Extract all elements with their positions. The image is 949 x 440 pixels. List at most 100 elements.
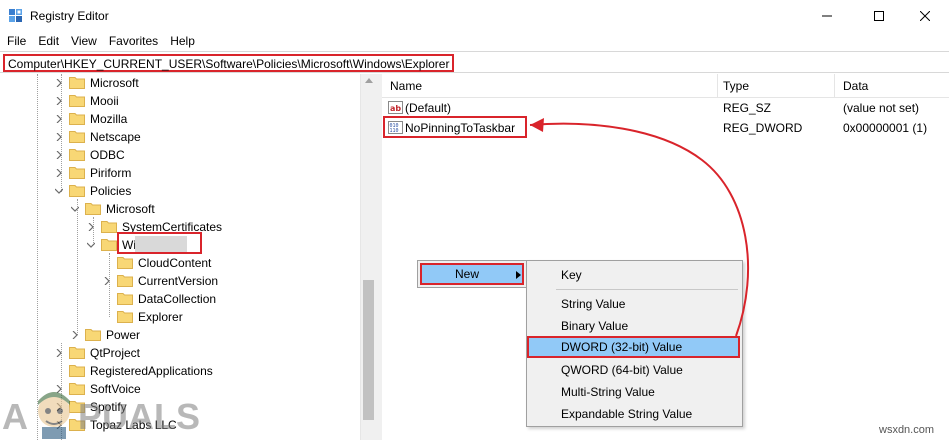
context-menu-new-label: New xyxy=(455,267,480,281)
tree-item[interactable]: SystemCertificates xyxy=(0,218,360,236)
folder-icon xyxy=(69,347,85,359)
tree-item-label: Microsoft xyxy=(90,76,139,90)
svg-text:110: 110 xyxy=(390,128,399,134)
address-bar[interactable]: Computer\HKEY_CURRENT_USER\Software\Poli… xyxy=(0,51,949,73)
tree-guide-line xyxy=(37,74,38,440)
tree-scrollbar[interactable] xyxy=(360,74,376,440)
folder-icon xyxy=(117,257,133,269)
submenu-separator xyxy=(556,289,738,290)
close-icon xyxy=(920,10,930,21)
appuals-watermark-logo: A PUALS xyxy=(2,392,200,439)
tree-item[interactable]: Netscape xyxy=(0,128,360,146)
folder-icon xyxy=(69,419,85,431)
submenu-arrow-icon xyxy=(516,271,521,279)
column-data[interactable]: Data xyxy=(843,79,869,93)
tree-item-label: Topaz Labs LLC xyxy=(90,418,177,432)
column-name[interactable]: Name xyxy=(390,79,423,93)
tree-item[interactable]: Policies xyxy=(0,182,360,200)
tree-item[interactable]: CloudContent xyxy=(0,254,360,272)
value-name: NoPinningToTaskbar xyxy=(405,121,516,135)
watermark-mascot-icon xyxy=(38,392,70,439)
context-menu-new[interactable]: New xyxy=(420,263,524,285)
submenu-multi-string-value[interactable]: Multi-String Value xyxy=(527,381,742,403)
chevron-right-icon[interactable] xyxy=(55,97,63,105)
tree-guide-line xyxy=(61,74,62,192)
menu-favorites[interactable]: Favorites xyxy=(108,34,159,48)
tree-item[interactable]: Microsoft xyxy=(0,74,360,92)
folder-icon xyxy=(69,365,85,377)
folder-icon xyxy=(101,221,117,233)
address-path[interactable]: Computer\HKEY_CURRENT_USER\Software\Poli… xyxy=(3,54,455,72)
minimize-button[interactable] xyxy=(804,0,850,31)
tree-item[interactable]: SoftVoice xyxy=(0,380,360,398)
chevron-right-icon[interactable] xyxy=(55,349,63,357)
folder-icon xyxy=(117,293,133,305)
tree-item[interactable]: Mooii xyxy=(0,92,360,110)
chevron-right-icon[interactable] xyxy=(103,277,111,285)
folder-icon xyxy=(69,185,85,197)
folder-icon xyxy=(85,203,101,215)
tree-item[interactable]: DataCollection xyxy=(0,290,360,308)
maximize-button[interactable] xyxy=(856,0,902,31)
submenu-item-label: Expandable String Value xyxy=(561,407,693,421)
submenu-dword-value[interactable]: DWORD (32-bit) Value xyxy=(527,336,740,358)
menu-view[interactable]: View xyxy=(71,34,97,48)
tree-item[interactable]: Topaz Labs LLC xyxy=(0,416,360,434)
submenu-expandable-string-value[interactable]: Expandable String Value xyxy=(527,403,742,425)
chevron-down-icon[interactable] xyxy=(71,205,79,213)
submenu-binary-value[interactable]: Binary Value xyxy=(527,315,742,337)
submenu-string-value[interactable]: String Value xyxy=(527,293,742,315)
menu-file[interactable]: File xyxy=(7,34,27,48)
chevron-down-icon[interactable] xyxy=(87,241,95,249)
column-type[interactable]: Type xyxy=(723,79,750,93)
chevron-right-icon[interactable] xyxy=(55,169,63,177)
tree-scrollbar-thumb[interactable] xyxy=(363,280,374,420)
string-value-icon: ab xyxy=(388,101,403,114)
menu-help[interactable]: Help xyxy=(170,34,195,48)
tree-item-label: Policies xyxy=(90,184,132,198)
value-name: (Default) xyxy=(405,101,452,115)
folder-icon xyxy=(69,149,85,161)
chevron-right-icon[interactable] xyxy=(87,223,95,231)
scroll-up-icon[interactable] xyxy=(365,78,373,83)
column-separator[interactable] xyxy=(717,74,718,98)
chevron-right-icon[interactable] xyxy=(55,115,63,123)
tree-item[interactable]: Spotify xyxy=(0,398,360,416)
chevron-right-icon[interactable] xyxy=(55,79,63,87)
tree-item[interactable]: Piriform xyxy=(0,164,360,182)
tree-item[interactable]: Explorer xyxy=(0,308,360,326)
folder-icon xyxy=(117,275,133,287)
folder-icon xyxy=(69,383,85,395)
submenu-item-label: Key xyxy=(561,268,582,282)
chevron-down-icon[interactable] xyxy=(55,187,63,195)
tree-item[interactable]: Microsoft xyxy=(0,200,360,218)
folder-icon xyxy=(69,95,85,107)
tree-item[interactable]: QtProject xyxy=(0,344,360,362)
submenu-qword-value[interactable]: QWORD (64-bit) Value xyxy=(527,359,742,381)
tree-item-label: QtProject xyxy=(90,346,141,360)
list-row[interactable]: ab (Default) REG_SZ (value not set) xyxy=(382,98,949,118)
new-submenu: Key String Value Binary Value DWORD (32-… xyxy=(526,260,743,427)
svg-text:ab: ab xyxy=(390,104,401,113)
tree-item[interactable]: CurrentVersion xyxy=(0,272,360,290)
selected-key-highlight xyxy=(117,232,202,254)
chevron-right-icon[interactable] xyxy=(55,151,63,159)
value-type: REG_SZ xyxy=(723,101,772,115)
window-title: Registry Editor xyxy=(30,9,109,23)
chevron-right-icon[interactable] xyxy=(71,331,79,339)
pane-splitter[interactable] xyxy=(376,74,382,440)
menu-edit[interactable]: Edit xyxy=(38,34,60,48)
column-separator[interactable] xyxy=(834,74,835,98)
submenu-key[interactable]: Key xyxy=(527,264,742,286)
tree-item[interactable]: ODBC xyxy=(0,146,360,164)
tree-item-label: ODBC xyxy=(90,148,125,162)
chevron-right-icon[interactable] xyxy=(55,385,63,393)
tree-item[interactable]: Mozilla xyxy=(0,110,360,128)
chevron-right-icon[interactable] xyxy=(55,133,63,141)
binary-value-icon: 010 110 xyxy=(388,121,403,134)
tree-item[interactable]: Power xyxy=(0,326,360,344)
close-button[interactable] xyxy=(902,0,948,31)
submenu-item-label: Binary Value xyxy=(561,319,629,333)
tree-item[interactable]: RegisteredApplications xyxy=(0,362,360,380)
